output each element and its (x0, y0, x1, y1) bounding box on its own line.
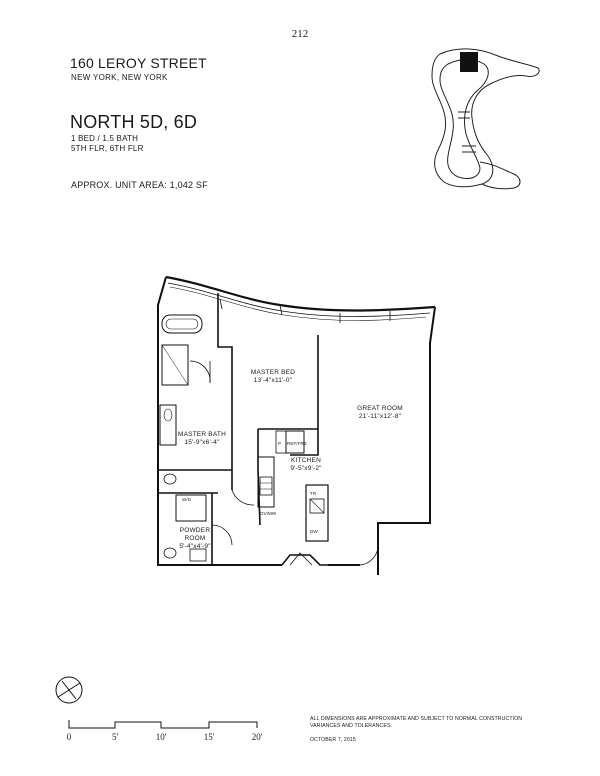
range (259, 476, 273, 496)
exterior-curtain-wall (165, 275, 436, 312)
room-great-room-dims: 21'-11"x12'-8" (358, 413, 402, 420)
unit-area: APPROX. UNIT AREA: 1,042 SF (71, 180, 208, 190)
page-number: 212 (291, 28, 309, 40)
scale-label-15: 15' (203, 732, 215, 742)
floor-plan: MASTER BED 13'-4"x11'-0" GREAT ROOM 21'-… (157, 275, 436, 575)
exterior-wall-left (157, 276, 180, 566)
room-master-bath-name: MASTER BATH (178, 431, 226, 438)
vanity (159, 404, 177, 446)
unit-floors: 5TH FLR, 6TH FLR (71, 144, 144, 153)
toilet-master (163, 473, 177, 485)
entry-foyer (281, 554, 328, 566)
building-name: 160 LEROY STREET (70, 55, 207, 71)
label-trash: TR (310, 491, 317, 496)
sink (309, 498, 325, 514)
key-plan-outline (431, 48, 540, 188)
room-great-room-name: GREAT ROOM (357, 405, 403, 412)
scale-label-20: 20' (251, 732, 263, 742)
north-arrow-icon (55, 676, 83, 704)
key-plan-inner (439, 59, 489, 179)
label-ref-frz: REF/FRZ (287, 441, 307, 446)
washer-dryer (175, 494, 207, 522)
shower (161, 344, 189, 386)
room-powder-room: POWDER ROOM 5'-4"x4'-9" (172, 527, 218, 551)
label-pantry: P (278, 441, 282, 446)
key-plan-wing (479, 161, 521, 190)
bathtub (161, 314, 203, 334)
scale-bar-graphic (68, 720, 258, 729)
unit-beds-baths: 1 BED / 1.5 BATH (71, 134, 139, 143)
room-powder-room-name: POWDER ROOM (179, 527, 211, 542)
key-plan (431, 48, 540, 190)
room-master-bed: MASTER BED 13'-4"x11'-0" (228, 369, 318, 385)
label-washer-dryer: W/D (182, 497, 192, 502)
room-kitchen-name: KITCHEN (291, 457, 321, 464)
kitchen-counter (257, 456, 275, 508)
scale-label-10: 10' (155, 732, 167, 742)
building-city: NEW YORK, NEW YORK (71, 73, 168, 82)
exterior-wall-right (377, 306, 436, 575)
key-plan-unit-highlight (460, 52, 478, 72)
room-kitchen: KITCHEN 9'-5"x9'-2" (276, 457, 336, 473)
label-dishwasher: DW (310, 529, 318, 534)
room-great-room: GREAT ROOM 21'-11"x12'-8" (330, 405, 430, 421)
room-master-bed-dims: 13'-4"x11'-0" (253, 377, 293, 384)
scale-label-5: 5' (111, 732, 119, 742)
room-master-bath-dims: 15'-9"x6'-4" (184, 439, 220, 446)
scale-label-0: 0 (66, 732, 72, 742)
unit-name: NORTH 5D, 6D (70, 112, 198, 132)
scale-bar: 0 5' 10' 15' 20' (65, 716, 265, 746)
label-oven: OV/MW (260, 511, 277, 516)
plan-date: OCTOBER 7, 2015 (310, 737, 356, 743)
toilet-powder (163, 547, 177, 559)
room-powder-room-dims: 5'-4"x4'-9" (179, 543, 211, 550)
disclaimer: ALL DIMENSIONS ARE APPROXIMATE AND SUBJE… (310, 716, 523, 729)
kitchen-island (305, 484, 329, 542)
room-master-bed-name: MASTER BED (250, 369, 296, 376)
room-kitchen-dims: 9'-5"x9'-2" (290, 465, 322, 472)
room-master-bath: MASTER BATH 15'-9"x6'-4" (172, 431, 232, 447)
powder-sink (189, 548, 207, 562)
pantry (275, 430, 287, 454)
